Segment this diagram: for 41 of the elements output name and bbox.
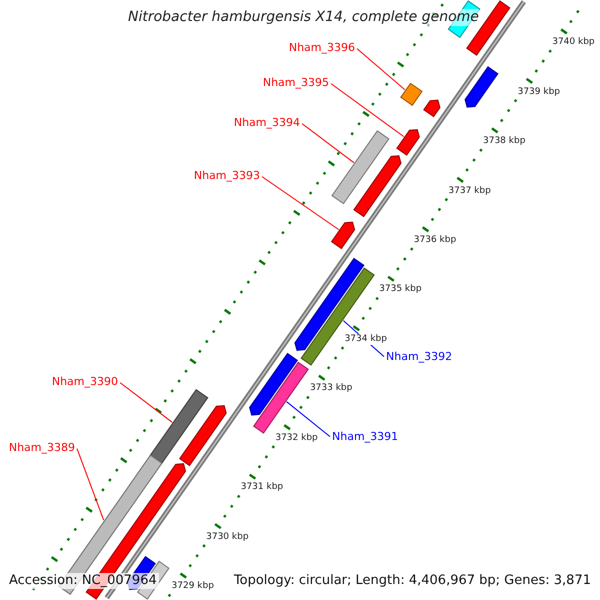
gene-label: Nham_3392: [386, 350, 452, 364]
gene-bar: [149, 389, 208, 465]
gene-label: Nham_3391: [332, 430, 398, 444]
gene-label: Nham_3393: [194, 169, 260, 182]
gene-label: Nham_3389: [8, 441, 75, 454]
leader-line: [286, 401, 330, 438]
tick-label: 3737 kbp: [448, 186, 491, 196]
tick-label: 3736 kbp: [414, 234, 456, 246]
gene-bar: [353, 155, 402, 218]
title: Nitrobacter hamburgensis X14, complete genome: [128, 9, 479, 26]
gene-bar: [400, 82, 423, 106]
tick-label: 3731 kbp: [240, 482, 284, 494]
tick-label: 3740 kbp: [552, 37, 595, 48]
leader-line: [330, 83, 404, 138]
tick-label: 3735 kbp: [379, 284, 422, 296]
leader-line: [302, 123, 354, 164]
accession-text: Accession: NC_007964: [7, 573, 159, 589]
genome-info-text: Topology: circular; Length: 4,406,967 bp; Genes: 3,871: [232, 573, 593, 589]
gene-bar: [423, 100, 440, 118]
gene-bar: [249, 352, 298, 416]
gene-bar: [464, 66, 498, 108]
gene-bar: [253, 362, 309, 434]
tick-label: 3739 kbp: [518, 86, 560, 98]
gene-label: Nham_3394: [234, 116, 300, 130]
tick-label: 3729 kbp: [172, 581, 214, 592]
leader-line: [356, 48, 406, 90]
tick-label: 3738 kbp: [483, 136, 526, 147]
gene-bar: [331, 130, 390, 204]
gene-bar: [330, 222, 356, 250]
gene-label: Nham_3396: [288, 41, 355, 54]
gene-bar: [396, 129, 420, 156]
tick-label: 3732 kbp: [275, 432, 318, 444]
tick-label: 3730 kbp: [206, 532, 249, 543]
gene-label: Nham_3390: [52, 375, 118, 388]
gene-label: Nham_3395: [262, 76, 329, 90]
tick-label: 3734 kbp: [344, 334, 387, 345]
tick-label: 3733 kbp: [310, 383, 352, 394]
leader-line: [120, 382, 173, 423]
gene-bar: [179, 405, 227, 466]
leader-line: [262, 176, 340, 230]
leader-line: [76, 448, 104, 521]
